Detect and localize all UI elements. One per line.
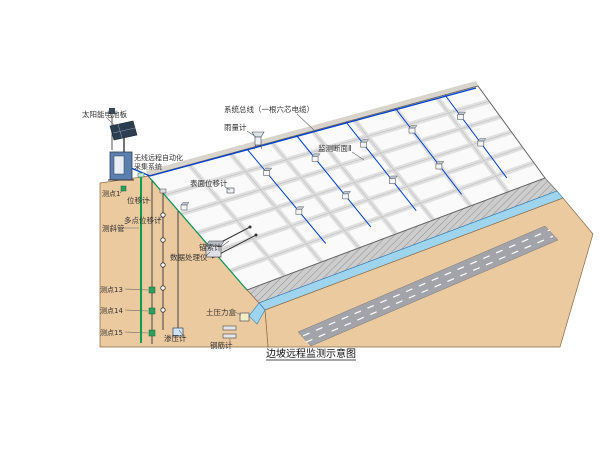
label-solar-panel: 太阳能电池板 — [82, 109, 127, 119]
channel-turn — [248, 302, 266, 325]
borehole-instruments — [120, 172, 258, 344]
multipoint-anchors — [160, 212, 166, 313]
rebar-meter-icon-1 — [222, 325, 237, 331]
solar-panel-grid — [112, 123, 136, 139]
label-data-processor: 数据处理仪 — [170, 252, 208, 262]
label-displacement-meter: 位移计 — [127, 195, 150, 205]
labels: 太阳能电池板 系统总线（一根六芯电缆） 雨量计 监测断面Ⅱ 无线远程自动化 采集… — [82, 104, 356, 361]
label-surface-displacement: 表面位移计 — [190, 178, 228, 188]
label-point-14: 测点14 — [100, 307, 123, 315]
multipoint-head — [159, 188, 167, 194]
diagram-caption: 边坡远程监测示意图 — [266, 347, 356, 360]
label-multipoint-displacement: 多点位移计 — [124, 215, 162, 225]
point-15-marker — [148, 329, 156, 337]
label-rebar-meter: 钢筋计 — [210, 340, 233, 350]
data-processor-icon — [205, 245, 222, 258]
road-lane-markings — [302, 229, 554, 343]
label-anchor-cable-meter: 锚索计 — [199, 242, 222, 252]
inclinometer-cap — [137, 172, 145, 178]
acquisition-station — [108, 108, 138, 181]
label-monitoring-section: 监测断面Ⅱ — [318, 143, 352, 153]
label-earth-pressure-cell: 土压力盒 — [206, 307, 236, 317]
label-wireless-system-line2: 采集系统 — [134, 162, 162, 171]
piezometer-icon — [172, 327, 184, 337]
branch-cables — [246, 94, 508, 244]
rebar-meter-icon-2 — [222, 333, 237, 339]
anchor-head-1 — [248, 225, 252, 229]
label-inclinometer-pipe: 测斜管 — [102, 223, 125, 233]
point-1-marker — [120, 185, 127, 192]
cabinet-door — [113, 155, 125, 175]
antenna-icon — [109, 108, 115, 114]
label-point-15: 测点15 — [100, 329, 123, 337]
earth-pressure-cell-icon — [239, 312, 250, 322]
label-rain-gauge: 雨量计 — [224, 122, 247, 132]
surface-displacement-icon — [226, 187, 235, 194]
slope-edge-conduit — [149, 177, 248, 291]
system-bus-cable — [130, 87, 477, 177]
label-system-bus: 系统总线（一根六芯电缆） — [224, 104, 314, 114]
point-14-marker — [148, 307, 156, 315]
cabling — [130, 87, 508, 291]
point-13-marker — [148, 286, 156, 294]
label-point-13: 测点13 — [100, 286, 123, 294]
label-wireless-system-line1: 无线远程自动化 — [134, 153, 183, 162]
label-point-1: 测点1 — [102, 190, 120, 198]
label-piezometer: 渗压计 — [164, 333, 187, 343]
anchor-head-2 — [254, 233, 258, 237]
leader-lines — [105, 113, 365, 344]
